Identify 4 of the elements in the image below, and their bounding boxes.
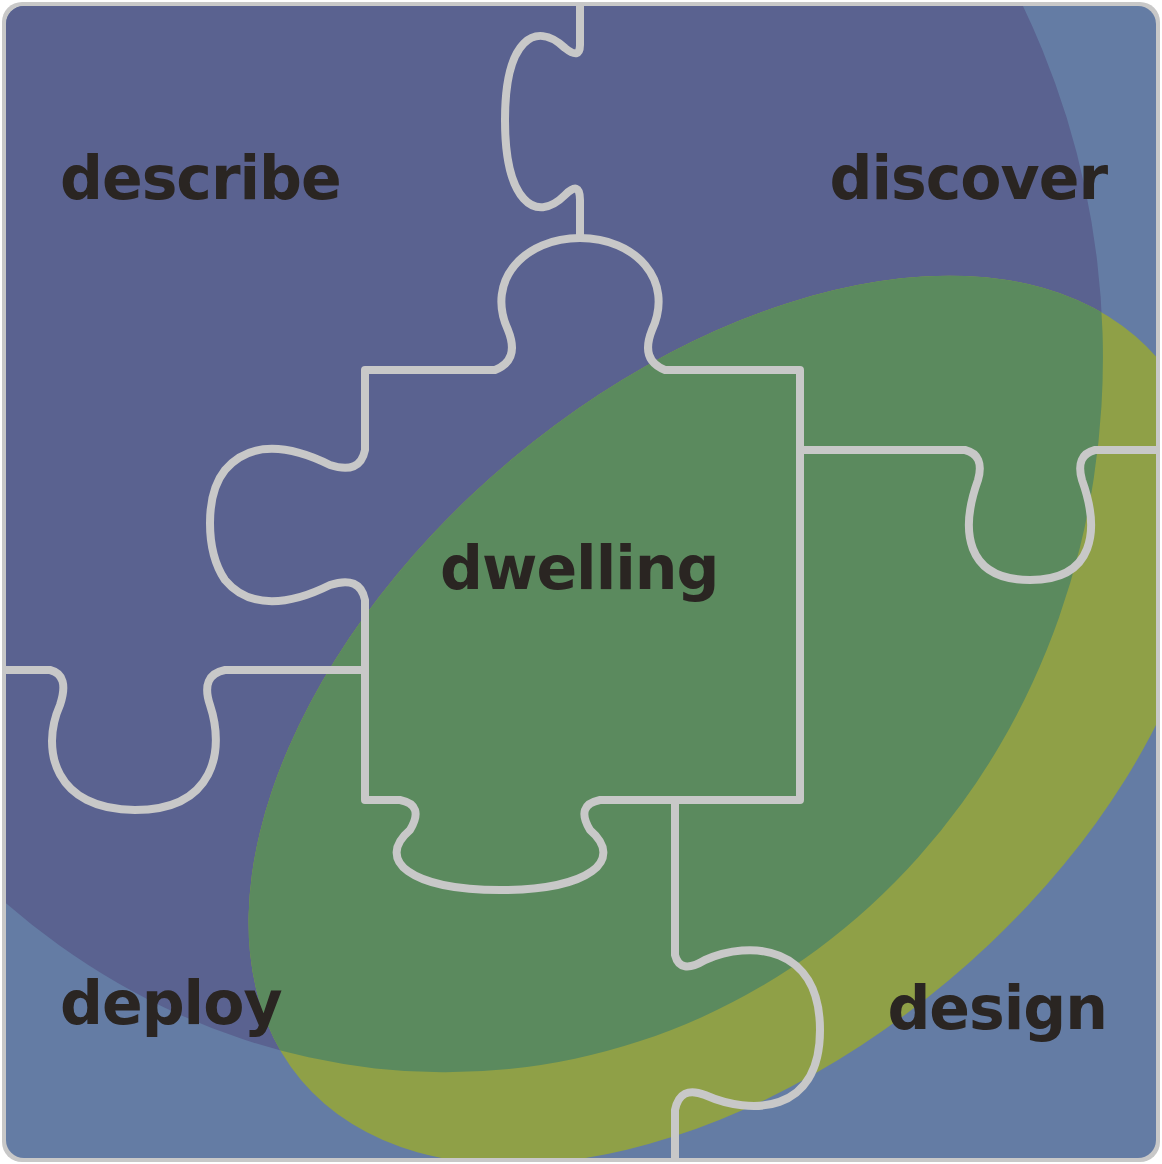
piece-label: describe xyxy=(60,145,341,211)
piece-label: dwelling xyxy=(440,535,719,601)
piece-label: discover xyxy=(829,145,1107,211)
piece-label: deploy xyxy=(60,970,282,1036)
